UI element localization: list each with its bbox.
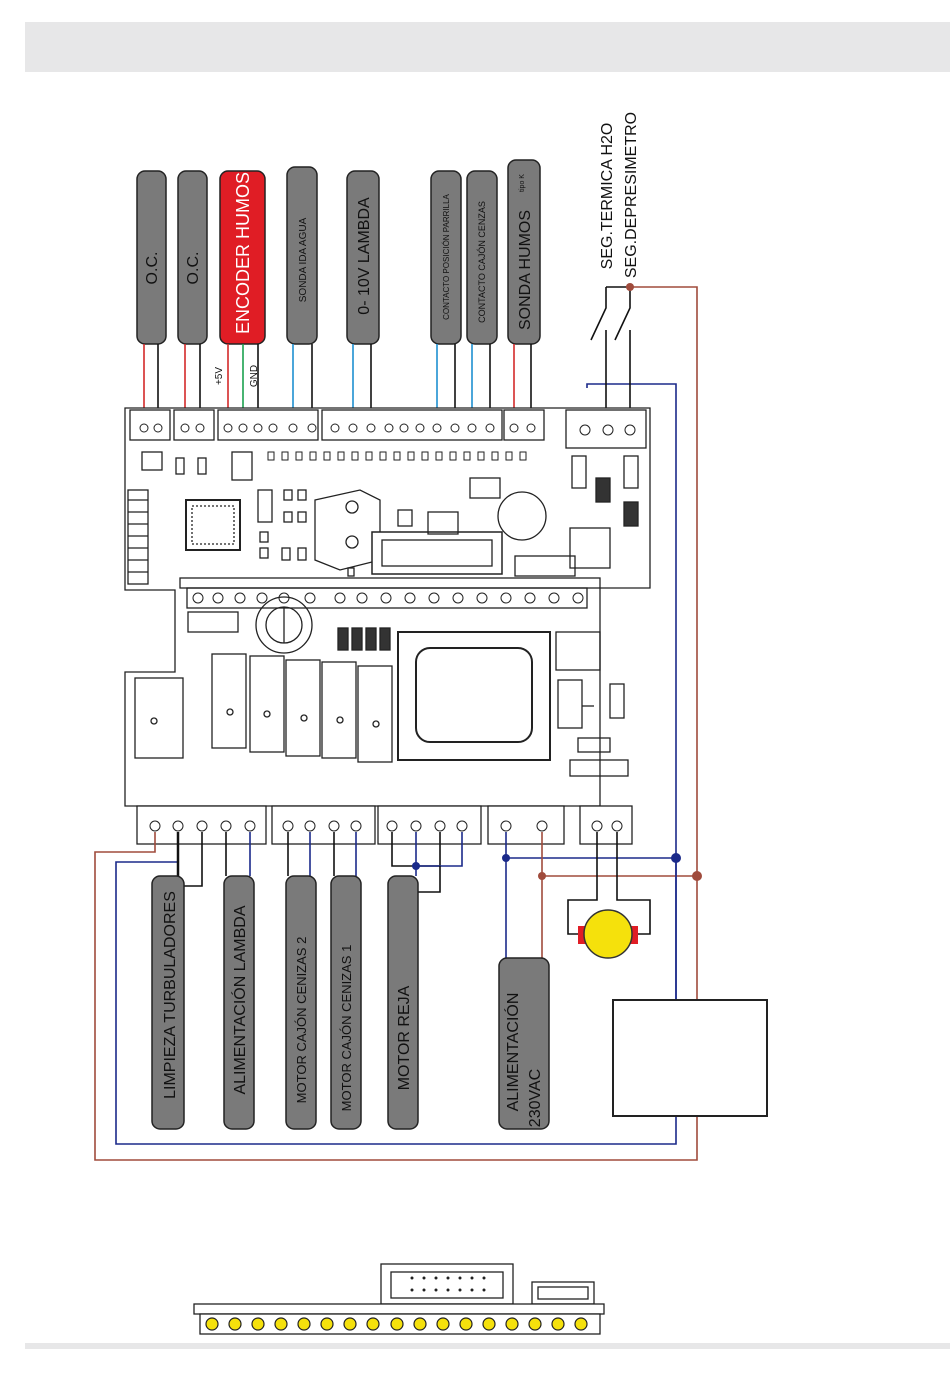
- reja-label: MOTOR REJA: [396, 985, 413, 1090]
- turbuladores-label: LIMPIEZA TURBULADORES: [162, 891, 179, 1099]
- alimentacion-label-1: ALIMENTACIÓN: [503, 993, 522, 1112]
- top-wires: [144, 344, 531, 414]
- bottom-label-tags: LIMPIEZA TURBULADORES ALIMENTACIÓN LAMBD…: [152, 876, 549, 1129]
- ribbon-header: [372, 532, 502, 574]
- top-label-tags: O.C. O.C. ENCODER HUMOS SONDA IDA AGUA 0…: [137, 112, 640, 387]
- sonda-ida-agua-label: SONDA IDA AGUA: [298, 217, 309, 302]
- alimentacion-label-2: 230VAC: [527, 1069, 544, 1127]
- lambda-label: 0- 10V LAMBDA: [356, 197, 373, 315]
- detail-connector-strip: [194, 1264, 604, 1334]
- contacto-parrilla-label: CONTACTO POSICIÓN PARRILLA: [442, 193, 451, 319]
- control-box: [613, 1000, 767, 1116]
- cajon1-label: MOTOR CAJÓN CENIZAS 1: [339, 945, 354, 1112]
- pcb-board: [125, 408, 650, 844]
- microcontroller-chip: [186, 500, 240, 550]
- seg-depresimetro-label: SEG.DEPRESIMETRO: [623, 112, 640, 278]
- sonda-humos-label: SONDA HUMOS: [517, 210, 534, 330]
- cajon2-label: MOTOR CAJÓN CENIZAS 2: [294, 937, 309, 1104]
- motor-symbol: [578, 910, 638, 958]
- plus5v-label: +5V: [214, 367, 225, 385]
- oc-1-label: O.C.: [144, 252, 161, 285]
- bottom-terminal-blocks: [137, 806, 632, 844]
- encoder-humos-label: ENCODER HUMOS: [233, 172, 253, 334]
- oc-2-label: O.C.: [185, 252, 202, 285]
- tipo-k-label: tipo K: [519, 174, 526, 192]
- contacto-cajon-label: CONTACTO CAJÓN CENZAS: [477, 201, 487, 323]
- seg-termica-label: SEG.TERMICA H2O: [599, 123, 616, 270]
- alim-lambda-label: ALIMENTACIÓN LAMBDA: [230, 905, 249, 1094]
